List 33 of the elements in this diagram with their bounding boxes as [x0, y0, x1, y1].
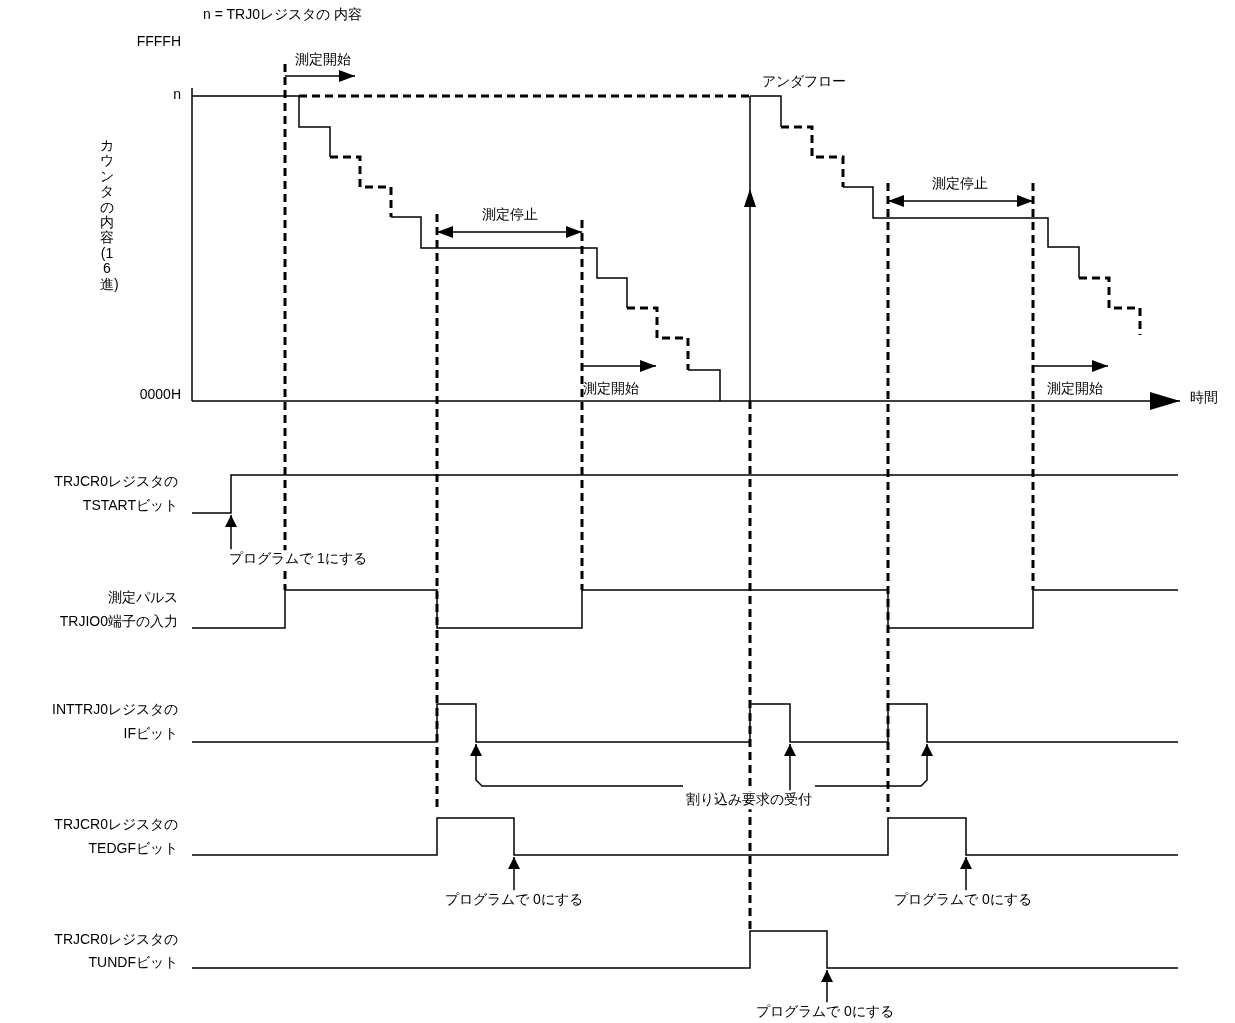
signal-name: INTTRJ0レジスタの — [52, 701, 178, 719]
annotation-text: 測定開始 — [1047, 380, 1103, 398]
annotation-text: プログラムで 1にする — [227, 550, 369, 568]
annotation-text: 測定開始 — [295, 51, 351, 69]
signal-name: TRJCR0レジスタの — [54, 931, 178, 949]
annotation-text: 割り込み要求の受付 — [684, 791, 814, 809]
leader-arrow — [960, 856, 972, 891]
leader-arrow — [508, 856, 520, 891]
axis-title: 時間 — [1190, 389, 1218, 407]
signal-name: TRJIO0端子の入力 — [59, 613, 178, 631]
signal-name: TEDGFビット — [88, 840, 178, 858]
axis-tick-label: FFFFH — [136, 33, 181, 51]
signal-name: 測定パルス — [108, 589, 178, 607]
leader-arrow — [470, 743, 684, 787]
leader-arrow — [814, 743, 933, 787]
signal-name: TSTARTビット — [82, 497, 178, 515]
chart-note: n = TRJ0レジスタの 内容 — [203, 6, 362, 24]
annotation-text: プログラムで 0にする — [892, 891, 1034, 909]
axis-tick-label: n — [173, 86, 181, 104]
annotation-text: 測定停止 — [482, 206, 538, 224]
annotation-text: アンダフロー — [762, 73, 846, 91]
leader-arrow — [225, 514, 237, 550]
signal-name: TRJCR0レジスタの — [54, 473, 178, 491]
annotation-text: プログラムで 0にする — [754, 1003, 896, 1021]
annotation-text: 測定停止 — [932, 175, 988, 193]
signal-name: TUNDFビット — [88, 954, 178, 972]
leader-arrow — [784, 743, 796, 791]
signal-name: IFビット — [123, 725, 178, 743]
annotation-text: プログラムで 0にする — [443, 891, 585, 909]
annotation-text: 測定開始 — [583, 380, 639, 398]
leader-arrow — [821, 969, 833, 1003]
signal-name: TRJCR0レジスタの — [54, 816, 178, 834]
axis-tick-label: 0000H — [139, 386, 181, 404]
